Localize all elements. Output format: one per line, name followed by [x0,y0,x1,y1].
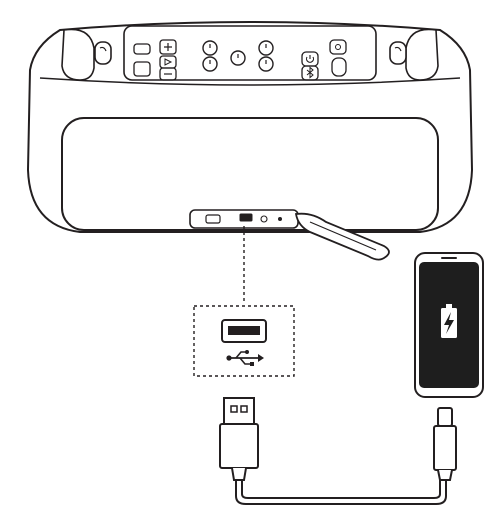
knob-left-icon[interactable] [202,40,218,72]
usb-c-plug-icon [433,407,457,481]
control-panel [123,25,377,81]
speaker [26,21,474,261]
knob-center-icon[interactable] [230,50,246,66]
speaker-top-rim [39,77,461,86]
usb-port-callout [193,305,295,377]
speaker-grille [61,117,439,231]
battery-charging-icon [441,304,457,338]
minus-icon[interactable] [159,67,177,81]
usb-cable [219,397,457,505]
port-cover-flap [294,212,390,261]
usb-port [239,213,253,222]
usb-symbol-icon [226,350,264,366]
light-icon[interactable] [329,39,347,77]
handle-right-icon [389,28,439,81]
party-mode-icon[interactable] [133,43,151,77]
usb-receptacle [221,319,267,343]
bluetooth-icon[interactable] [301,65,319,81]
plus-icon[interactable] [159,39,177,55]
handle-left-icon [61,28,112,81]
phone [414,252,484,398]
usb-a-plug-icon [219,397,259,481]
knob-right-icon[interactable] [258,40,274,72]
cable-cord [235,478,447,505]
